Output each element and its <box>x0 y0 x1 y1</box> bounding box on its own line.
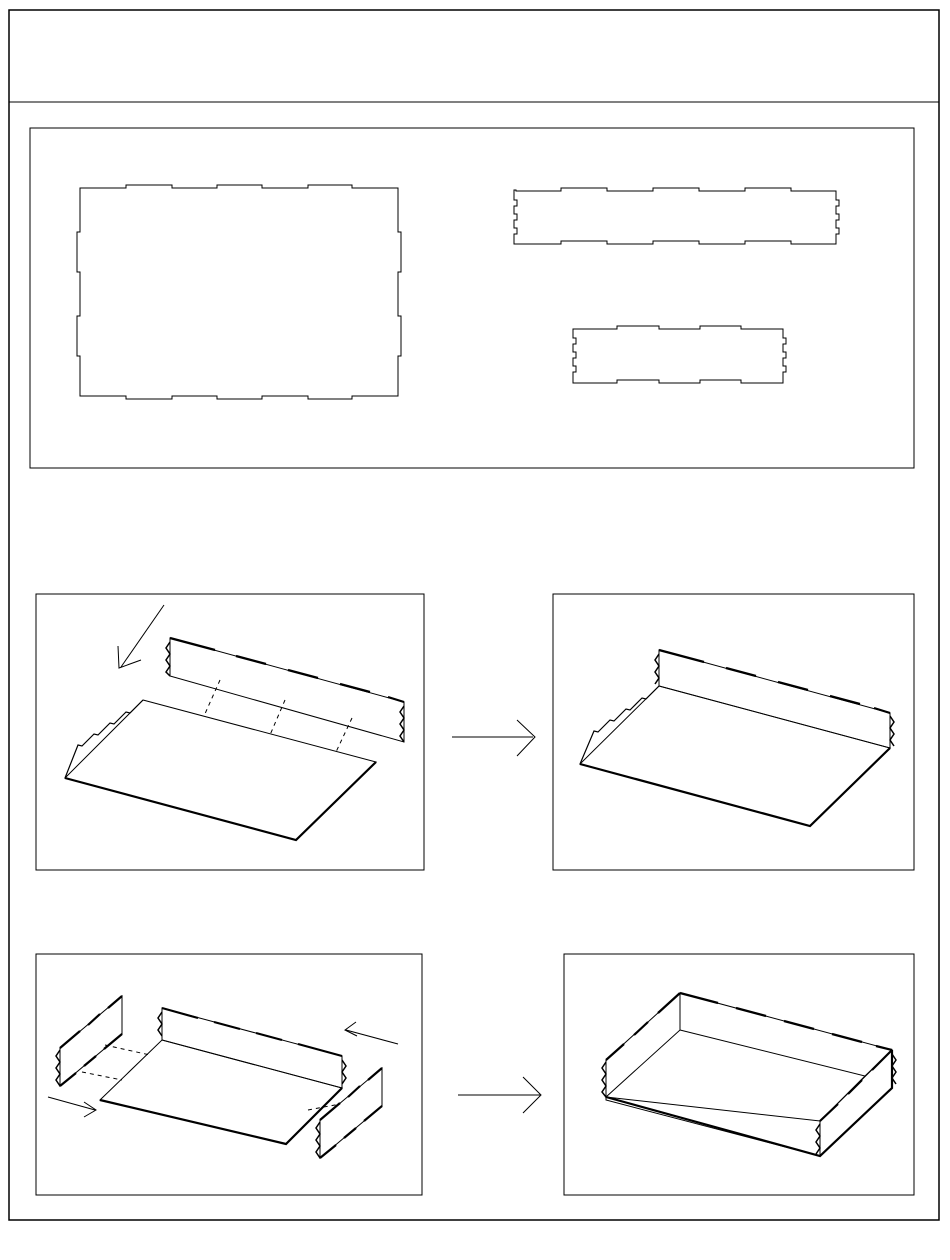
long-side-piece <box>170 638 404 742</box>
panel-frame <box>36 594 424 870</box>
motion-arrow-head <box>118 646 141 668</box>
attached-long-side-end <box>655 654 894 746</box>
back-wall-end <box>158 1012 346 1084</box>
panel-frame <box>30 128 914 468</box>
panel-finished-box <box>564 954 914 1195</box>
panel-long-side-attached <box>553 594 914 870</box>
step-arrow <box>458 1077 541 1113</box>
base-front-edge <box>100 1088 342 1144</box>
panel-attach-long-side <box>36 594 424 870</box>
long-side-part <box>514 188 839 244</box>
box-left-wall-end <box>602 1062 606 1097</box>
box-right-wall-end <box>816 1054 896 1154</box>
panel-parts-layout <box>30 128 914 468</box>
base-plate-front-edge <box>65 762 376 840</box>
panel-frame <box>553 594 914 870</box>
box-back-wall <box>680 993 892 1076</box>
alignment-guides <box>204 680 352 752</box>
motion-arrow-line <box>121 605 164 667</box>
box-front-edge <box>606 1050 892 1156</box>
panel-attach-short-sides <box>36 954 422 1195</box>
left-short-side-teeth <box>60 996 122 1086</box>
box-back-wall-teeth <box>680 993 892 1050</box>
box-right-wall-teeth <box>820 1050 892 1121</box>
panel-frame <box>564 954 914 1195</box>
attached-long-side <box>659 650 890 748</box>
step-arrow <box>452 720 535 756</box>
motion-arrow-right-line <box>346 1030 398 1044</box>
box-left-wall-teeth <box>606 993 680 1060</box>
box-left-wall <box>606 993 680 1097</box>
right-short-side-end <box>316 1122 320 1158</box>
motion-arrow-left-line <box>48 1097 95 1110</box>
motion-arrow-right-head <box>345 1022 357 1036</box>
left-short-side-end <box>56 1050 60 1086</box>
assembled-base-front-edge <box>580 748 890 826</box>
short-side-part <box>573 326 786 383</box>
base-plate-part <box>77 185 401 399</box>
panel-frame <box>36 954 422 1195</box>
right-short-side-teeth <box>320 1068 382 1158</box>
